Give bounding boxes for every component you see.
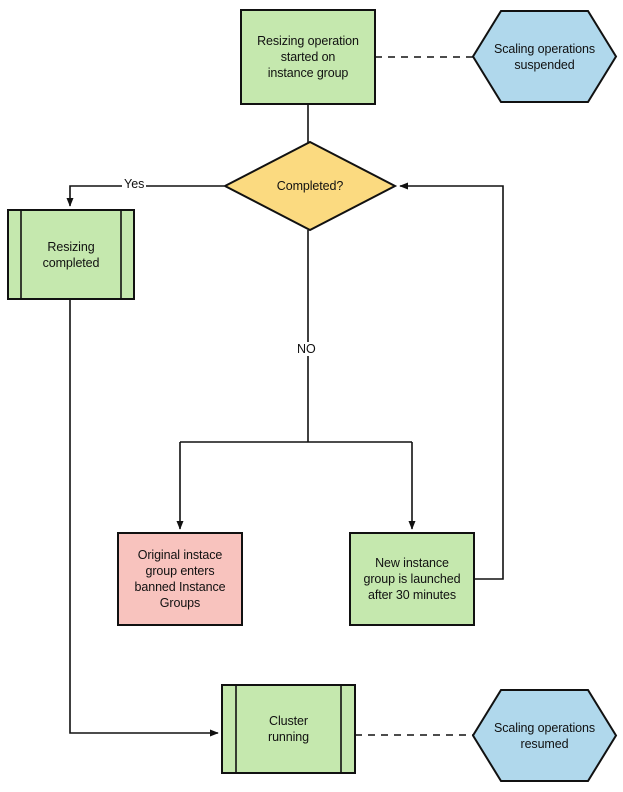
node-completed-decision[interactable]	[222, 140, 398, 232]
edge-decision-yes	[66, 185, 224, 207]
node-new-instance-group[interactable]	[349, 532, 475, 626]
node-cluster-running[interactable]	[221, 684, 356, 774]
edge-resizing-to-cluster	[69, 299, 219, 737]
edge-label-yes: Yes	[122, 177, 147, 191]
edge-new-group-loopback	[399, 182, 504, 580]
node-scaling-resumed[interactable]	[471, 689, 618, 782]
edge-label-no: NO	[295, 342, 318, 356]
node-original-banned[interactable]	[117, 532, 243, 626]
node-resizing-started[interactable]	[240, 9, 376, 105]
node-resizing-completed[interactable]	[7, 209, 135, 300]
node-scaling-suspended[interactable]	[471, 10, 618, 103]
